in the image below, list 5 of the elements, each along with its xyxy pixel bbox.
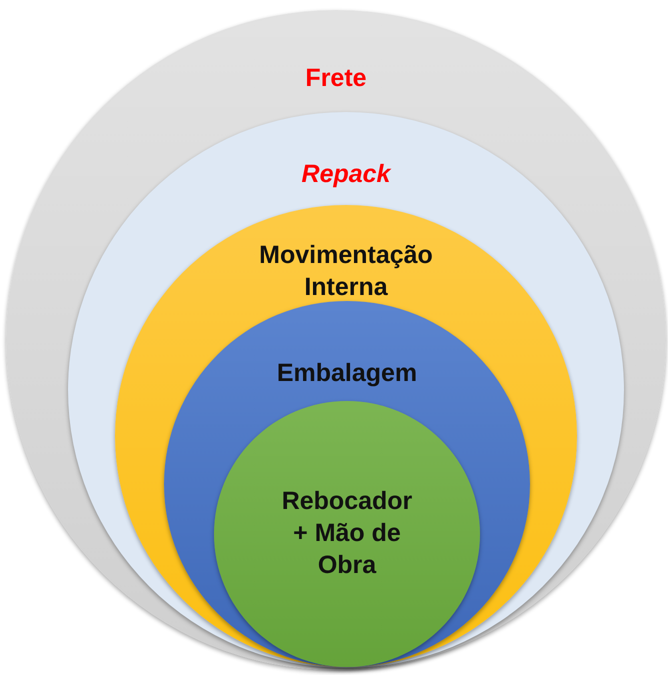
circle-label: Movimentação Interna xyxy=(258,240,434,303)
circle-label: Embalagem xyxy=(276,358,418,389)
circle-label: Repack xyxy=(300,159,392,190)
circle-label: Frete xyxy=(304,63,368,94)
circle-label: Rebocador + Mão de Obra xyxy=(280,486,414,581)
